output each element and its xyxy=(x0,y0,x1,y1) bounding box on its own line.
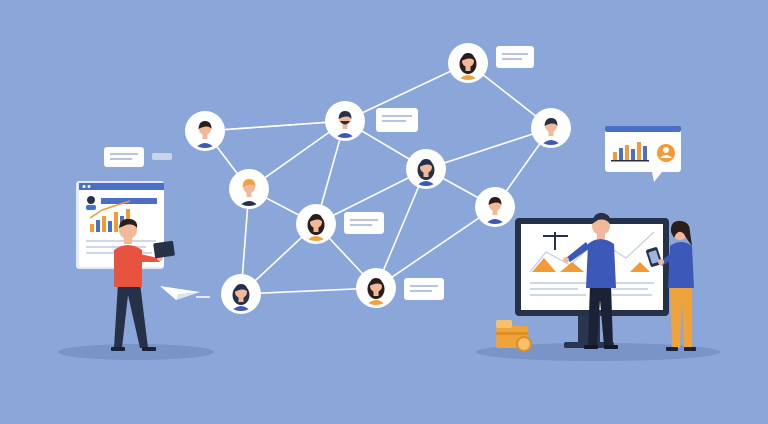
chat-bubble-icon xyxy=(404,278,444,300)
user-avatar-icon xyxy=(356,268,396,308)
paper-plane-icon xyxy=(160,286,210,300)
connection-line xyxy=(375,168,427,289)
user-avatar-icon xyxy=(185,111,225,151)
connection-line xyxy=(315,168,427,225)
browser-window xyxy=(76,181,164,269)
connection-line xyxy=(375,206,496,289)
chat-bubble-icon xyxy=(104,147,172,167)
ground-shadow-right xyxy=(476,343,720,361)
presenter-person xyxy=(563,212,618,349)
chat-bubble-icon xyxy=(376,108,418,132)
connection-line xyxy=(425,127,552,170)
profile-icon xyxy=(657,144,675,162)
phone-icon xyxy=(646,247,662,267)
connection-line xyxy=(240,287,377,295)
chat-bubble-icon xyxy=(344,212,384,234)
network-nodes xyxy=(185,43,571,314)
user-avatar-icon xyxy=(448,43,488,83)
bar-chart-icon xyxy=(611,142,649,162)
person-with-phone xyxy=(646,220,696,351)
user-avatar-icon xyxy=(406,149,446,189)
user-avatar-icon xyxy=(296,204,336,244)
connection-line xyxy=(204,120,346,132)
connection-line xyxy=(344,62,469,122)
coin-icon xyxy=(516,336,532,352)
ground-shadow-left xyxy=(58,344,214,360)
chat-bubble-icon xyxy=(496,46,534,68)
user-avatar-icon xyxy=(325,101,365,141)
chart-card xyxy=(605,126,681,182)
user-avatar-icon xyxy=(531,108,571,148)
user-avatar-icon xyxy=(229,169,269,209)
user-avatar-icon xyxy=(475,187,515,227)
tablet-icon xyxy=(153,240,175,259)
profile-icon xyxy=(86,196,96,210)
person-with-tablet xyxy=(111,218,210,351)
user-avatar-icon xyxy=(221,274,261,314)
